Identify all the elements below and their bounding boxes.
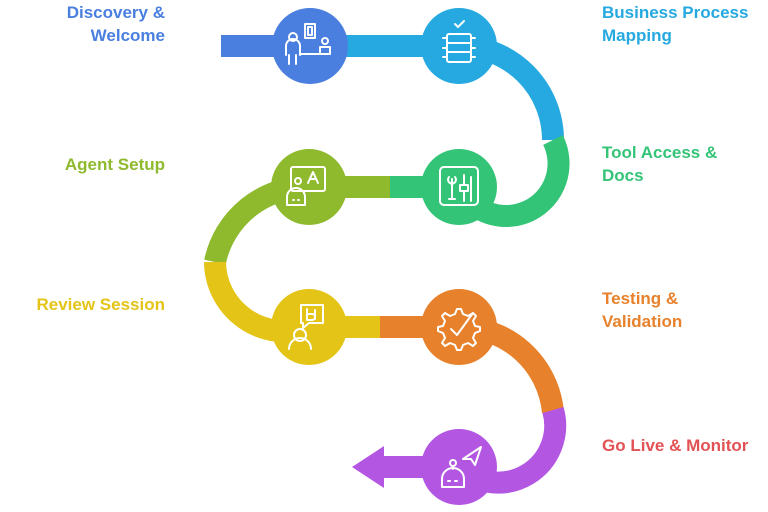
person-presenting-icon [285, 23, 331, 65]
speech-review-icon [288, 304, 324, 350]
step-label-line: Go Live & Monitor [602, 436, 749, 455]
step-label-line: Welcome [90, 26, 165, 45]
tools-sliders-icon [439, 166, 479, 206]
step-node-6 [421, 289, 497, 365]
robot-board-icon [286, 166, 326, 206]
step-node-1 [272, 8, 348, 84]
process-list-icon [442, 20, 476, 63]
step-label-line: Business Process [602, 3, 749, 22]
step-label-business-process: Business Process Mapping [602, 1, 748, 47]
step-node-7 [421, 429, 497, 505]
step-label-line: Testing & [602, 289, 679, 308]
step-label-review-session: Review Session [36, 293, 165, 316]
step-label-line: Agent Setup [64, 155, 165, 174]
step-label-line: Review Session [36, 295, 165, 314]
step-label-line: Tool Access & [602, 143, 718, 162]
step-node-5 [271, 289, 347, 365]
step-label-testing: Testing & Validation [602, 287, 682, 333]
step-label-tool-access: Tool Access & Docs [602, 141, 717, 187]
robot-launch-icon [441, 446, 482, 488]
arrow-head [352, 446, 384, 488]
step-label-line: Docs [602, 166, 644, 185]
step-node-2 [421, 8, 497, 84]
step-label-agent-setup: Agent Setup [65, 153, 165, 176]
step-label-go-live: Go Live & Monitor [602, 434, 748, 457]
gear-check-icon [437, 308, 481, 351]
step-label-line: Validation [602, 312, 683, 331]
step-label-discovery: Discovery & Welcome [67, 1, 165, 47]
step-node-4 [271, 149, 347, 225]
step-label-line: Discovery & [66, 3, 165, 22]
step-label-line: Mapping [602, 26, 672, 45]
